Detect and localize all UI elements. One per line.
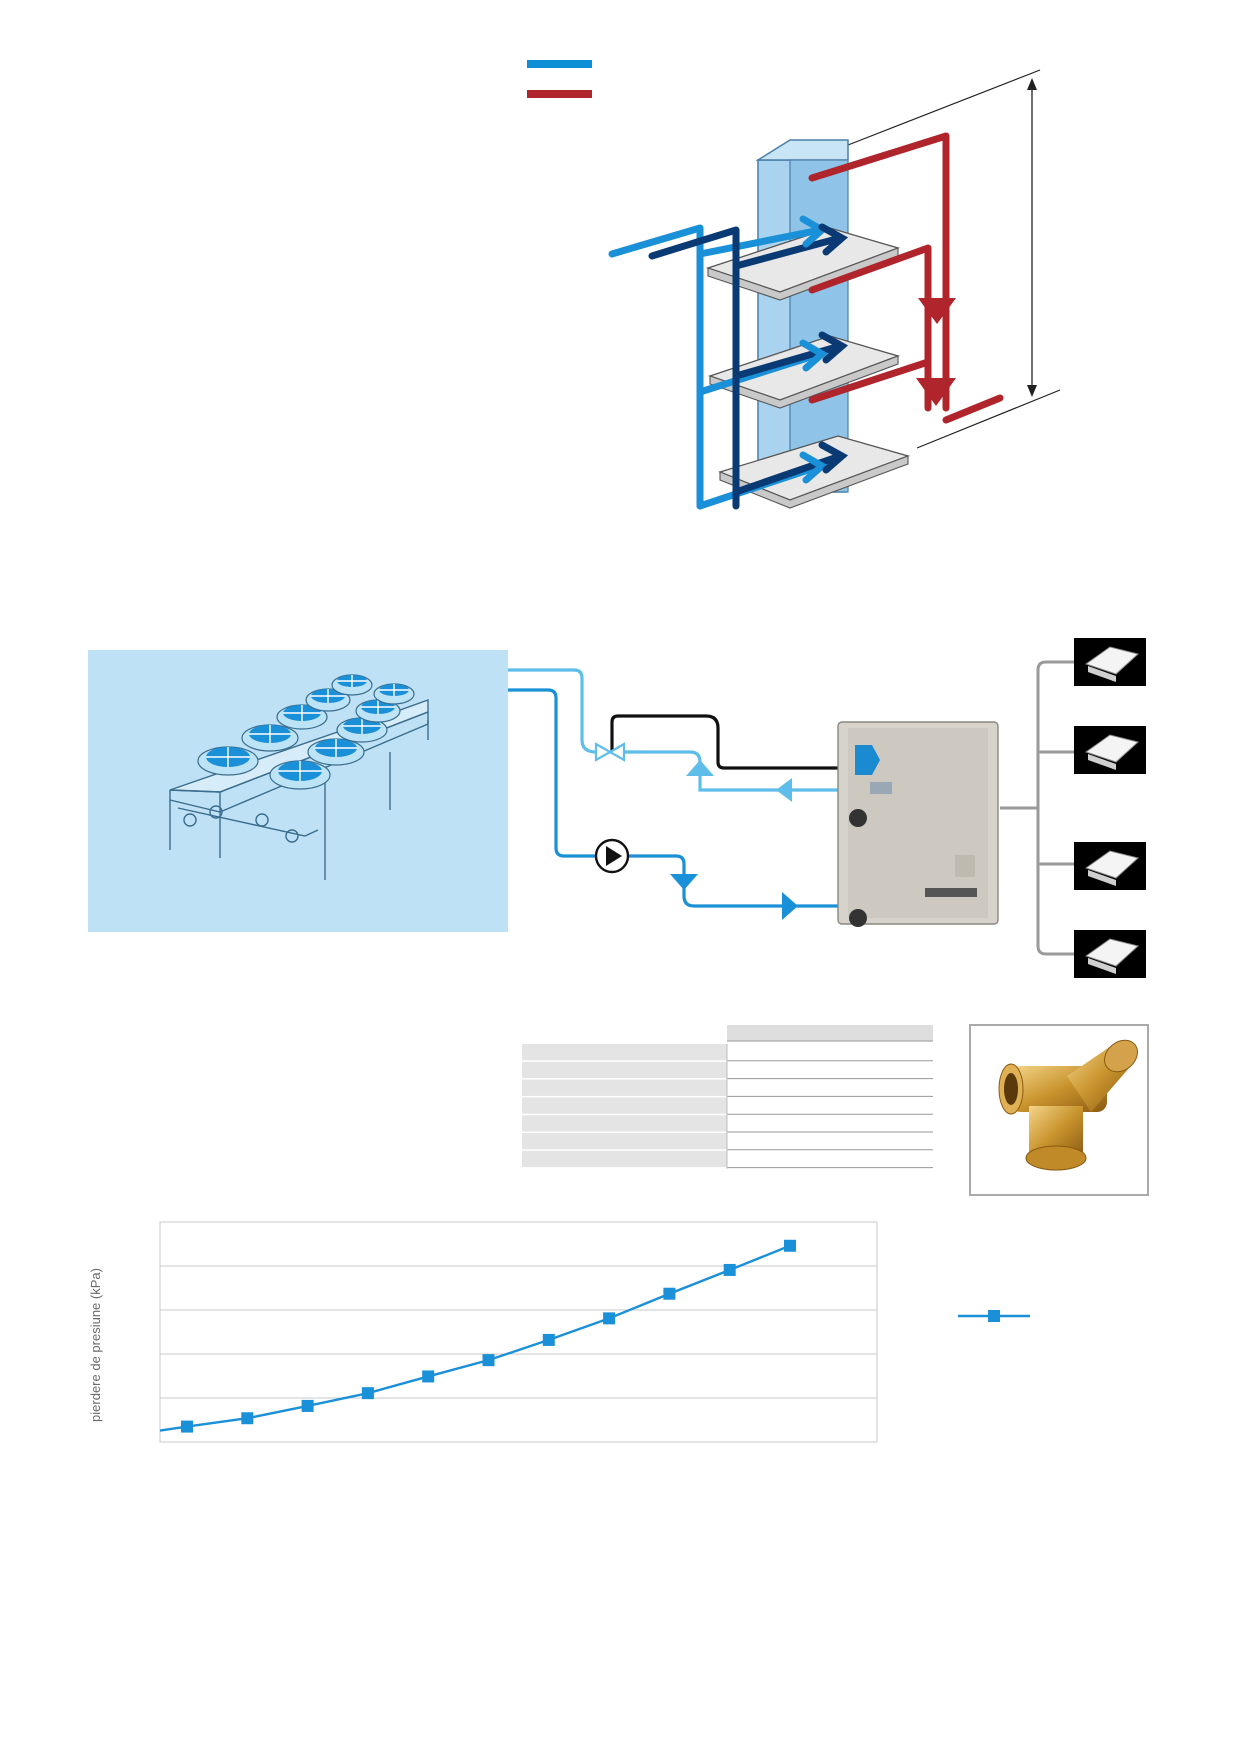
plot-frame bbox=[159, 1221, 878, 1443]
flow-arrow-down bbox=[670, 874, 698, 890]
table-label-cell bbox=[522, 1097, 727, 1114]
system-diagram bbox=[88, 638, 1146, 978]
flow-arrow-up bbox=[686, 760, 714, 776]
return-water-pipe bbox=[508, 668, 838, 792]
data-point bbox=[482, 1354, 495, 1367]
data-point bbox=[301, 1399, 314, 1412]
fan-icon bbox=[241, 724, 299, 752]
flow-arrow-left bbox=[776, 778, 792, 802]
floor-slab-2-edge bbox=[709, 355, 899, 409]
indoor-branch-lines bbox=[1000, 660, 1076, 956]
table-label-column bbox=[522, 1044, 933, 1169]
fan-icon bbox=[305, 688, 351, 712]
y-strainer-icon bbox=[998, 1039, 1138, 1171]
chart-legend bbox=[958, 1310, 1030, 1322]
series-line bbox=[159, 1244, 791, 1432]
table-label-cell bbox=[522, 1044, 727, 1061]
height-dimension-top-extension bbox=[847, 69, 1041, 146]
cassette-icon bbox=[1074, 726, 1146, 774]
data-point bbox=[241, 1412, 254, 1425]
outdoor-unit-icon bbox=[837, 721, 999, 927]
table-label-cell bbox=[522, 1061, 727, 1079]
data-point bbox=[603, 1312, 616, 1325]
filter-photo-frame bbox=[969, 1024, 1149, 1196]
riser-arrowheads bbox=[799, 215, 849, 484]
pump-icon bbox=[594, 838, 630, 874]
legend-marker bbox=[988, 1310, 1000, 1322]
floor-slab-3-edge bbox=[719, 455, 909, 509]
fan-icon bbox=[276, 704, 328, 730]
fan-icon bbox=[307, 738, 365, 766]
dry-cooler-panel bbox=[88, 650, 508, 932]
height-dimension-bottom-extension bbox=[916, 389, 1061, 449]
data-point bbox=[361, 1387, 374, 1400]
color-legend bbox=[527, 60, 592, 98]
return-arrow-1 bbox=[918, 298, 956, 324]
fan-icon bbox=[331, 674, 373, 696]
data-point bbox=[542, 1333, 555, 1346]
table-label-cell bbox=[522, 1150, 727, 1168]
three-way-valve-icon bbox=[594, 742, 626, 762]
data-point bbox=[422, 1370, 435, 1383]
fans bbox=[197, 674, 415, 790]
table-header-cell bbox=[727, 1025, 933, 1041]
return-arrow-2 bbox=[916, 378, 956, 406]
cassette-icon bbox=[1074, 638, 1146, 686]
data-point bbox=[181, 1420, 193, 1433]
height-arrow-bottom bbox=[1027, 385, 1037, 397]
height-arrow-top bbox=[1027, 78, 1037, 90]
cassette-icon bbox=[1074, 930, 1146, 978]
refrigerant-bypass-line bbox=[610, 714, 838, 770]
fan-icon bbox=[197, 746, 259, 776]
supply-swatch bbox=[527, 60, 592, 68]
return-swatch bbox=[527, 90, 592, 98]
table-label-cell bbox=[522, 1079, 727, 1096]
data-point bbox=[663, 1287, 676, 1300]
riser-diagram bbox=[608, 69, 1061, 510]
spec-table bbox=[522, 1025, 933, 1169]
fan-icon bbox=[269, 760, 331, 790]
cassette-icon bbox=[1074, 842, 1146, 890]
flow-arrow-right bbox=[782, 892, 798, 920]
data-point bbox=[723, 1263, 736, 1276]
data-point bbox=[784, 1239, 796, 1252]
fan-icon bbox=[373, 683, 415, 705]
return-pipe-network bbox=[808, 132, 1004, 424]
table-label-cell bbox=[522, 1115, 727, 1132]
table-label-cell bbox=[522, 1133, 727, 1150]
